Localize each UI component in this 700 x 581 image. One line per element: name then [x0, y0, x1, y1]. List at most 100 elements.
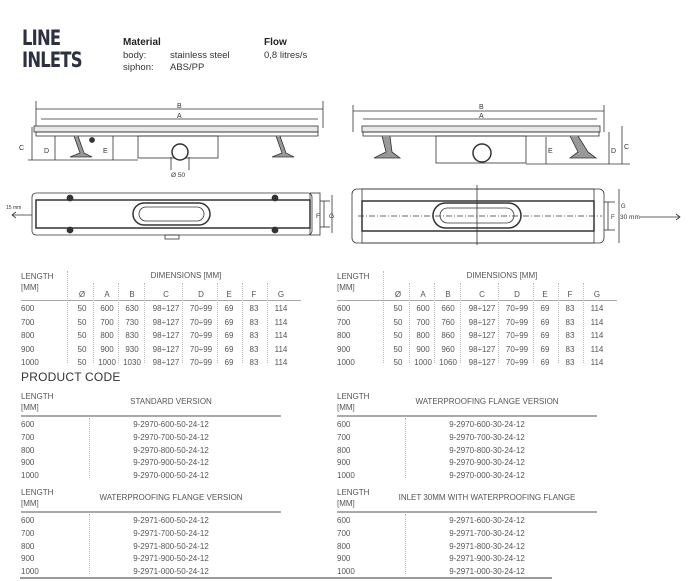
- row-length: 600: [337, 516, 351, 525]
- cell-value: 83: [249, 331, 259, 340]
- cell-value: 930: [125, 344, 139, 354]
- cell-value: 69: [540, 344, 550, 354]
- product-code-heading: PRODUCT CODE: [21, 370, 121, 384]
- cell-value: 83: [249, 304, 259, 313]
- cell-value: 70÷99: [189, 331, 213, 340]
- cell-value: 114: [590, 344, 604, 354]
- column-header: A: [420, 290, 426, 299]
- cell-value: 98÷127: [468, 317, 496, 327]
- cell-value: 98÷127: [468, 344, 496, 354]
- cell-value: 900: [100, 344, 114, 354]
- cell-value: 114: [590, 331, 604, 340]
- column-header: B: [445, 290, 451, 299]
- row-length: 600: [21, 304, 35, 313]
- cell-value: 114: [274, 304, 288, 313]
- cell-value: 70÷99: [189, 304, 213, 313]
- product-code: 9-2971-000-30-24-12: [449, 567, 525, 577]
- cell-value: 760: [441, 317, 455, 327]
- cell-value: 50: [77, 358, 87, 367]
- row-length: 1000: [21, 358, 39, 367]
- product-code: 9-2971-000-50-24-12: [133, 567, 209, 577]
- product-code: 9-2970-000-30-24-12: [449, 471, 525, 481]
- column-header: G: [593, 290, 601, 299]
- column-divider: [118, 283, 119, 363]
- cell-value: 900: [416, 344, 430, 354]
- cell-value: 98÷127: [468, 358, 496, 367]
- column-header: C: [163, 290, 169, 299]
- row-length: 700: [21, 317, 35, 327]
- left-technical-drawing: B A C D E Ø 50 15 mm F G: [6, 101, 334, 240]
- column-divider: [383, 271, 384, 363]
- column-divider: [89, 514, 90, 574]
- column-header: E: [226, 290, 232, 299]
- cell-value: 50: [77, 331, 87, 340]
- cell-value: 83: [565, 317, 575, 327]
- dim-label-c: C: [19, 145, 24, 152]
- column-divider: [533, 283, 534, 363]
- column-divider: [498, 283, 499, 363]
- column-divider: [460, 283, 461, 363]
- row-length: 700: [337, 432, 351, 442]
- product-code: 9-2970-600-30-24-12: [449, 420, 525, 429]
- dimensions-header: DIMENSIONS [MM]: [466, 271, 538, 280]
- cell-value: 70÷99: [505, 304, 529, 313]
- row-length: 800: [21, 331, 35, 340]
- column-divider: [409, 283, 410, 363]
- cell-value: 98÷127: [152, 317, 180, 327]
- dim-label-d: D: [611, 148, 616, 155]
- right-technical-drawing: B A E D C F G 30 mm: [351, 104, 681, 245]
- length-header: LENGTH[MM]: [337, 487, 369, 509]
- cell-value: 830: [125, 331, 139, 340]
- column-divider: [93, 283, 94, 363]
- row-length: 1000: [337, 358, 355, 367]
- product-code: 9-2970-800-50-24-12: [133, 445, 209, 455]
- header-rule: [337, 300, 617, 301]
- cell-value: 700: [100, 317, 114, 327]
- body-value: stainless steel: [170, 50, 230, 61]
- cell-value: 83: [565, 304, 575, 313]
- cell-value: 83: [249, 317, 259, 327]
- dim-label-b: B: [479, 104, 484, 111]
- cell-value: 98÷127: [152, 331, 180, 340]
- cell-value: 70÷99: [505, 358, 529, 367]
- length-header-line: [MM]: [337, 499, 355, 508]
- length-header-line: LENGTH: [21, 392, 54, 401]
- cell-value: 83: [565, 358, 575, 367]
- cell-value: 114: [590, 317, 604, 327]
- divider: [20, 577, 353, 579]
- cell-value: 600: [100, 304, 114, 313]
- length-header: LENGTH[MM]: [337, 391, 369, 413]
- cell-value: 630: [125, 304, 139, 313]
- column-header: B: [129, 290, 135, 299]
- title-line-2: INLETS: [22, 48, 83, 72]
- cell-value: 69: [224, 331, 234, 340]
- row-length: 800: [21, 445, 35, 455]
- product-code: 9-2971-700-50-24-12: [133, 528, 209, 538]
- column-divider: [89, 418, 90, 478]
- column-divider: [267, 283, 268, 363]
- column-header: F: [251, 290, 257, 299]
- cell-value: 69: [224, 304, 234, 313]
- cell-value: 69: [224, 317, 234, 327]
- dim-label-b: B: [177, 103, 182, 110]
- cell-value: 70÷99: [189, 317, 213, 327]
- dim-label-diameter: Ø 50: [171, 172, 185, 179]
- version-header: STANDARD VERSION: [130, 397, 212, 406]
- cell-value: 50: [393, 331, 403, 340]
- column-header: F: [567, 290, 573, 299]
- dim-label-d: D: [44, 148, 49, 155]
- cell-value: 114: [590, 358, 604, 367]
- flow-heading: Flow: [264, 37, 287, 48]
- cell-value: 114: [590, 304, 604, 313]
- column-header: Ø: [78, 290, 86, 299]
- dim-label-f: F: [611, 215, 615, 221]
- title-line-1: LINE: [22, 26, 61, 50]
- product-code: 9-2970-600-50-24-12: [133, 420, 209, 429]
- dimensions-header: DIMENSIONS [MM]: [150, 271, 222, 280]
- length-header-line: [MM]: [337, 403, 355, 412]
- length-header-line: [MM]: [21, 499, 39, 508]
- divider: [335, 577, 552, 579]
- dim-label-g: G: [621, 204, 626, 210]
- cell-value: 70÷99: [505, 331, 529, 340]
